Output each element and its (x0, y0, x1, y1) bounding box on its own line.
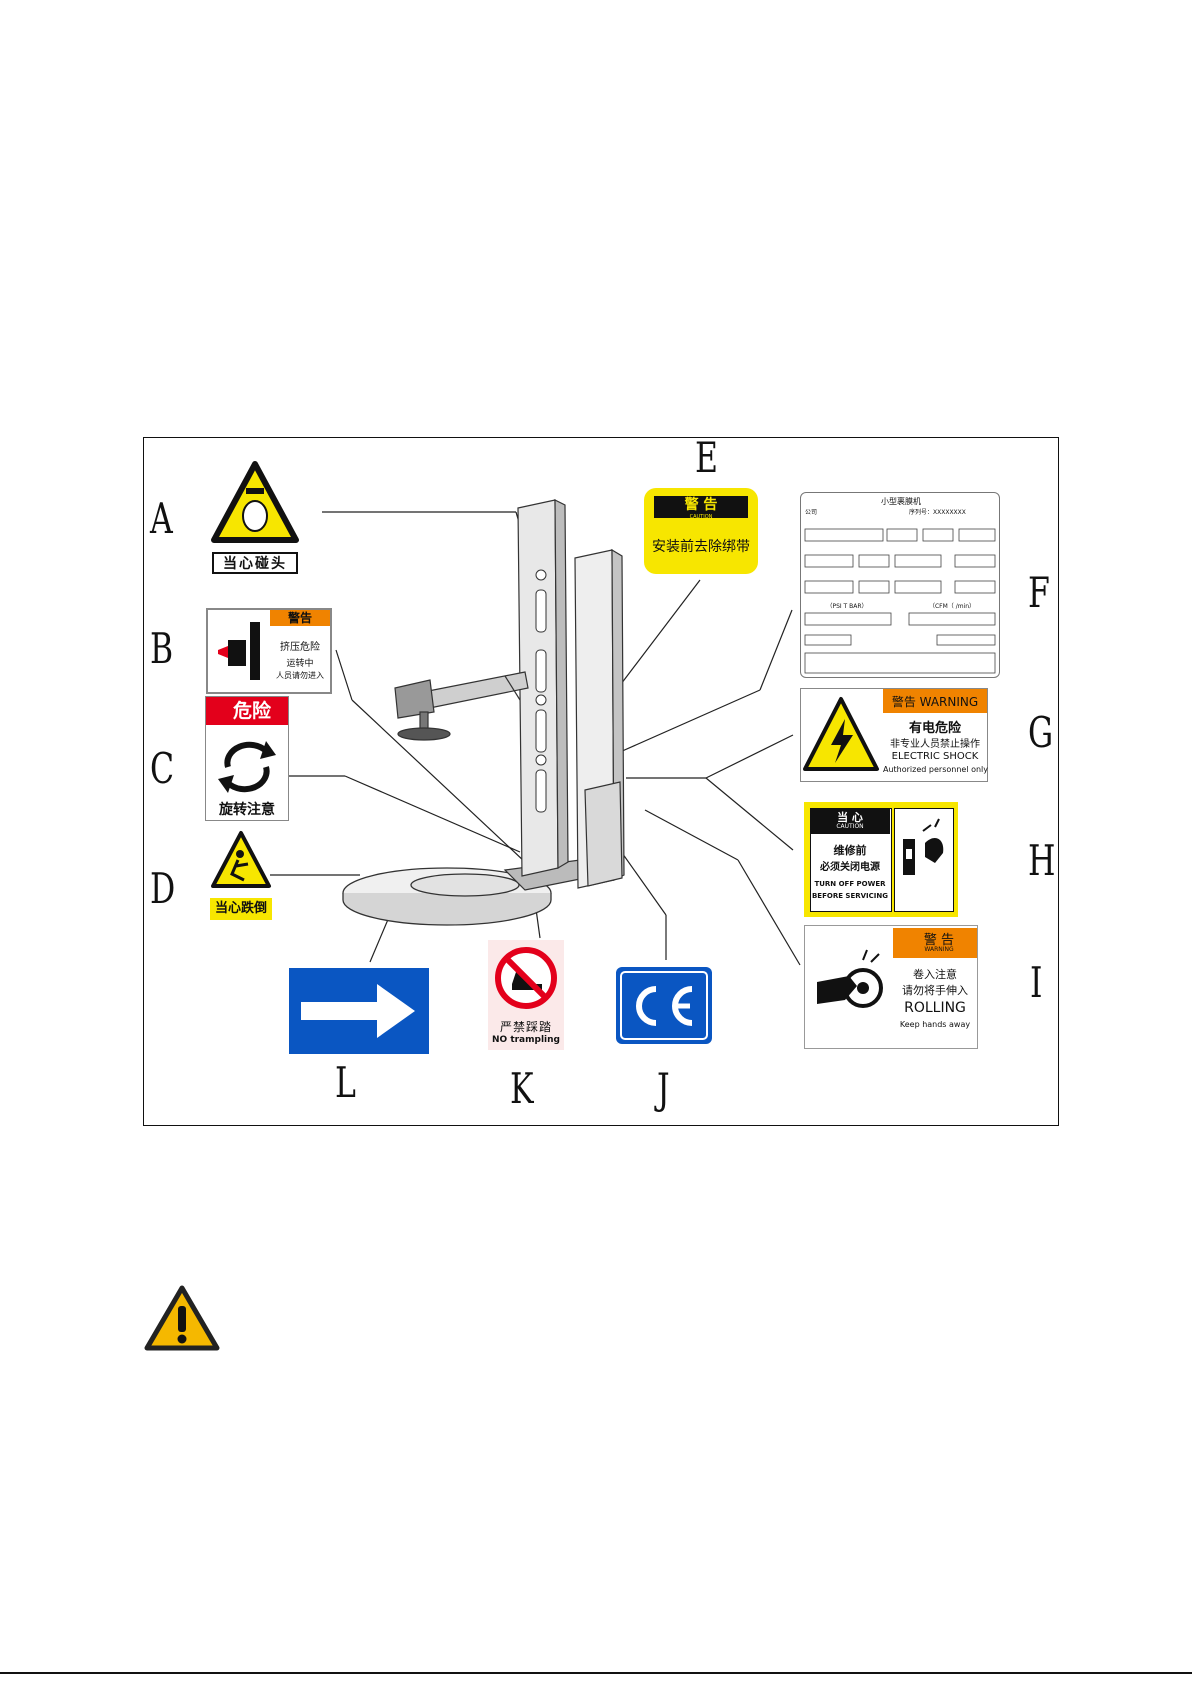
crush-icon (218, 622, 260, 680)
sign-e-caption: 安装前去除绑带 (652, 539, 750, 555)
footer-rule (0, 1672, 1192, 1674)
label-letter-l: L (335, 1058, 356, 1107)
no-trampling-icon (495, 947, 557, 1009)
sign-f-nameplate: 小型裹膜机 公司 序列号：XXXXXXXX （PSI T BAR） （CFM（ … (800, 492, 1000, 678)
right-arrow-icon (301, 984, 415, 1038)
sign-e-remove-straps: 警 告 CAUTION 安装前去除绑带 (644, 488, 758, 574)
sign-g-header: 警告 WARNING (891, 695, 979, 709)
leader-line-b (351, 699, 526, 863)
nameplate-company: 公司 (805, 509, 818, 516)
nameplate-air: （PSI T BAR） (826, 603, 868, 610)
sign-i-rolling: 警 告 WARNING 卷入注意 请勿将手伸入 ROLLING Keep han… (804, 925, 978, 1049)
sign-a-caption: 当心碰头 (212, 552, 298, 574)
rolling-hand-icon (817, 949, 883, 1008)
sign-i-line1: 卷入注意 (913, 968, 957, 981)
sign-g-line4: Authorized personnel only (883, 765, 988, 774)
sign-b-line2: 运转中 (286, 659, 314, 669)
label-letter-e: E (695, 433, 719, 482)
ce-mark-icon (636, 986, 693, 1026)
sign-a-head-bump: 当心碰头 (210, 460, 300, 576)
mast-slots (535, 569, 547, 813)
sign-c-header: 危险 (232, 700, 271, 722)
sign-b-line3: 人员请勿进入 (276, 671, 324, 680)
sign-g-electric: 警告 WARNING 有电危险 非专业人员禁止操作 ELECTRIC SHOCK… (800, 688, 988, 782)
sign-h-sub: CAUTION (836, 823, 864, 830)
label-letter-c: C (150, 744, 175, 793)
sign-e-header: 警 告 (684, 497, 718, 513)
nameplate-fields (804, 528, 996, 674)
sign-k-caption: 严禁踩踏 (499, 1020, 552, 1034)
sign-c-caption: 旋转注意 (219, 802, 275, 818)
leader-line-i (737, 859, 801, 966)
leader-line-c (344, 775, 521, 853)
sign-h-header: 当 心 (837, 811, 863, 824)
sign-b-line1: 挤压危险 (280, 642, 320, 653)
nameplate-serial: 序列号：XXXXXXXX (909, 509, 966, 516)
sign-h-line1: 维修前 (833, 844, 867, 857)
leader-line-j (619, 849, 667, 916)
turntable (342, 867, 552, 926)
sign-g-line2: 非专业人员禁止操作 (890, 739, 980, 750)
leader-line-b (335, 649, 353, 701)
leader-line-g (705, 734, 794, 779)
leader-line-e (617, 579, 701, 689)
sign-i-line2: 请勿将手伸入 (902, 984, 968, 997)
sign-h-line4: BEFORE SERVICING (811, 892, 889, 900)
sign-i-sub: WARNING (924, 946, 954, 953)
sign-j-ce-mark: CE (616, 967, 712, 1044)
sign-i-header: 警 告 (923, 933, 955, 948)
rotate-icon (218, 741, 276, 793)
label-letter-i: I (1030, 958, 1043, 1007)
sign-i-line3: ROLLING (904, 1000, 966, 1016)
label-letter-a: A (150, 494, 173, 543)
nameplate-flow: （CFM（ /min） (928, 603, 976, 610)
label-letter-h: H (1028, 836, 1056, 885)
leader-line-f (759, 609, 793, 691)
head-bump-icon (211, 461, 299, 543)
electric-shock-icon (803, 697, 879, 771)
mast (517, 499, 625, 889)
sign-h-turn-off-power: 当 心 CAUTION 维修前 必须关闭电源 TURN OFF POWER BE… (804, 802, 958, 917)
sign-k-sub: NO trampling (492, 1035, 560, 1045)
sign-l-direction-arrow (289, 968, 429, 1054)
sign-h-line3: TURN OFF POWER (814, 880, 886, 888)
label-letter-g: G (1028, 708, 1054, 757)
label-letter-j: J (657, 1064, 670, 1113)
sign-i-line4: Keep hands away (899, 1020, 971, 1029)
sign-k-no-trampling: 严禁踩踏 NO trampling (488, 940, 564, 1050)
leader-line-h (705, 777, 794, 851)
power-switch-icon (903, 818, 944, 875)
slip-icon (211, 831, 271, 888)
sign-e-sub: CAUTION (689, 514, 713, 520)
leader-line-i (644, 809, 739, 861)
sign-d-caption: 当心跌倒 (210, 898, 272, 920)
nameplate-title: 小型裹膜机 (881, 497, 921, 506)
sign-d-slip: 当心跌倒 (210, 830, 272, 924)
label-letter-d: D (150, 864, 176, 913)
sign-g-line3: ELECTRIC SHOCK (891, 751, 979, 762)
leader-line-f (619, 689, 761, 753)
caution-icon (144, 1285, 220, 1351)
sign-b-header: 警告 (287, 611, 312, 625)
sign-g-line1: 有电危险 (908, 721, 961, 736)
sign-h-line2: 必须关闭电源 (820, 862, 880, 873)
label-letter-k: K (510, 1064, 534, 1113)
top-press-arm (394, 671, 529, 741)
label-letter-f: F (1028, 568, 1050, 617)
sign-c-rotation: 危险 旋转注意 (205, 696, 289, 821)
sign-b-crush: 警告 挤压危险 运转中 人员请勿进入 (206, 608, 332, 694)
label-letter-b: B (150, 624, 174, 673)
